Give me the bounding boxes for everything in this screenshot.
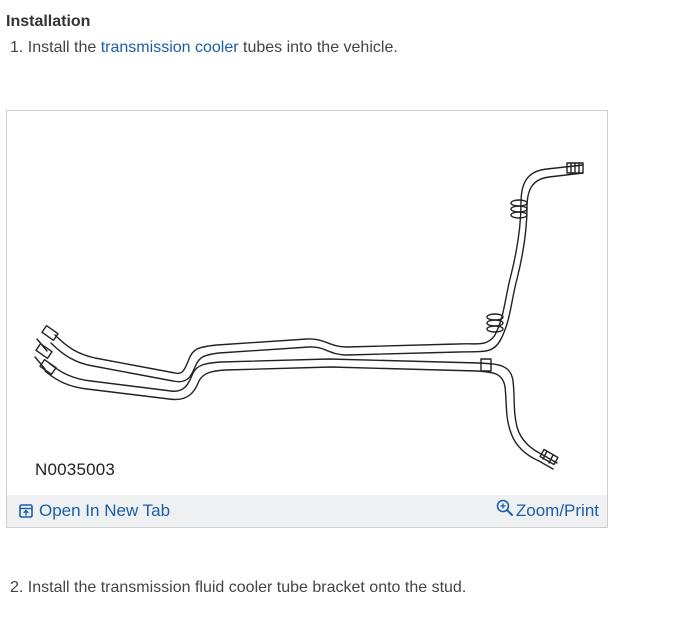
section-heading: Installation	[6, 13, 91, 30]
step-2-text: Install the transmission fluid cooler tu…	[27, 579, 467, 596]
step-1-number: 1.	[10, 39, 24, 56]
step-1-text-after: tubes into the vehicle.	[243, 39, 398, 56]
open-in-new-tab-button[interactable]: Open In New Tab	[19, 495, 170, 527]
figure-container: N0035003 Open In New Tab Zoom/Print	[6, 110, 608, 528]
open-in-new-tab-icon	[19, 504, 33, 518]
step-2-number: 2.	[10, 579, 24, 596]
zoom-in-icon	[496, 499, 513, 516]
transmission-cooler-link[interactable]: transmission cooler	[100, 39, 239, 56]
open-in-new-tab-label: Open In New Tab	[39, 501, 171, 520]
figure-toolbar: Open In New Tab Zoom/Print	[7, 495, 607, 527]
cooler-tubes-illustration	[34, 162, 584, 470]
step-1-text-before: Install the	[27, 39, 97, 56]
zoom-print-label: Zoom/Print	[515, 501, 599, 520]
step-2: 2. Install the transmission fluid cooler…	[10, 579, 466, 597]
figure-id-label: N0035003	[35, 460, 116, 479]
step-1: 1. Install the transmission cooler tubes…	[10, 39, 398, 57]
zoom-print-button[interactable]: Zoom/Print	[496, 495, 599, 527]
